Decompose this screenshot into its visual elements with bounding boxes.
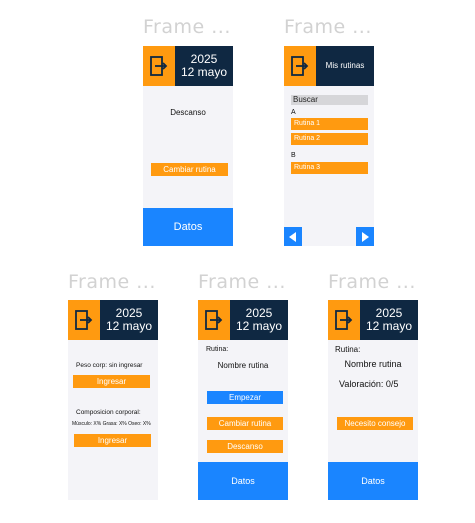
header: 2025 12 mayo (68, 300, 158, 340)
routine-item[interactable]: Rutina 1 (291, 118, 368, 130)
exit-door-icon (75, 310, 93, 330)
routine-label: Rutina: (206, 346, 229, 353)
frame-title: Frame ... (284, 16, 372, 38)
prev-button[interactable] (284, 227, 302, 246)
frame-title: Frame ... (328, 271, 416, 293)
year: 2025 (190, 52, 218, 66)
exit-door-icon (335, 310, 353, 330)
data-button[interactable]: Datos (328, 462, 418, 500)
frame-title: Frame ... (198, 271, 286, 293)
frame-home-rest: 2025 12 mayo Descanso Cambiar rutina Dat… (143, 46, 233, 246)
year: 2025 (245, 306, 273, 320)
search-input[interactable]: Buscar (291, 95, 368, 105)
date: 12 mayo (105, 319, 153, 333)
date-display: 2025 12 mayo (360, 300, 418, 340)
group-label-a: A (291, 109, 296, 116)
exit-button[interactable] (284, 46, 316, 86)
frame-title: Frame ... (68, 271, 156, 293)
data-button[interactable]: Datos (198, 462, 288, 500)
routine-name: Nombre rutina (344, 359, 402, 369)
year: 2025 (115, 306, 143, 320)
date-display: 2025 12 mayo (230, 300, 288, 340)
search-placeholder: Buscar (293, 95, 318, 104)
enter-weight-button[interactable]: Ingresar (73, 375, 150, 388)
frame-my-routines: Mis rutinas Buscar A Rutina 1 Rutina 2 B… (284, 46, 374, 246)
triangle-left-icon (289, 232, 296, 242)
group-label-b: B (291, 152, 296, 159)
composition-label: Composicion corporal: (76, 409, 141, 416)
need-advice-button[interactable]: Necesito consejo (337, 417, 413, 430)
date-display: 2025 12 mayo (100, 300, 158, 340)
change-routine-button[interactable]: Cambiar rutina (151, 163, 228, 176)
date: 12 mayo (180, 65, 228, 79)
header: 2025 12 mayo (328, 300, 418, 340)
exit-button[interactable] (328, 300, 360, 340)
date: 12 mayo (365, 319, 413, 333)
rest-text: Descanso (170, 108, 206, 117)
enter-composition-button[interactable]: Ingresar (74, 434, 151, 447)
exit-door-icon (150, 56, 168, 76)
date-display: 2025 12 mayo (175, 46, 233, 86)
data-button[interactable]: Datos (143, 208, 233, 246)
routine-item[interactable]: Rutina 2 (291, 133, 368, 145)
next-button[interactable] (356, 227, 374, 246)
frame-routine-start: 2025 12 mayo Rutina: Nombre rutina Empez… (198, 300, 288, 500)
header-title-text: Mis rutinas (325, 61, 365, 70)
year: 2025 (375, 306, 403, 320)
header: Mis rutinas (284, 46, 374, 86)
exit-button[interactable] (143, 46, 175, 86)
exit-button[interactable] (68, 300, 100, 340)
routine-label: Rutina: (335, 345, 361, 354)
exit-button[interactable] (198, 300, 230, 340)
date: 12 mayo (235, 319, 283, 333)
frame-body-data: 2025 12 mayo Peso corp: sin ingresar Ing… (68, 300, 158, 500)
header: 2025 12 mayo (198, 300, 288, 340)
routine-name: Nombre rutina (217, 361, 269, 370)
exit-door-icon (205, 310, 223, 330)
rating-text: Valoración: 0/5 (339, 379, 399, 389)
routine-item[interactable]: Rutina 3 (291, 162, 368, 174)
frame-title: Frame ... (143, 16, 231, 38)
triangle-right-icon (362, 232, 369, 242)
composition-values: Músculo: X% Grasa: X% Oseo: X% (72, 421, 151, 427)
header: 2025 12 mayo (143, 46, 233, 86)
exit-door-icon (291, 56, 309, 76)
weight-label: Peso corp: sin ingresar (76, 362, 143, 369)
change-routine-button[interactable]: Cambiar rutina (207, 417, 283, 430)
frame-routine-rating: 2025 12 mayo Rutina: Nombre rutina Valor… (328, 300, 418, 500)
start-button[interactable]: Empezar (207, 391, 283, 404)
rest-button[interactable]: Descanso (207, 440, 283, 453)
header-title: Mis rutinas (316, 46, 374, 86)
